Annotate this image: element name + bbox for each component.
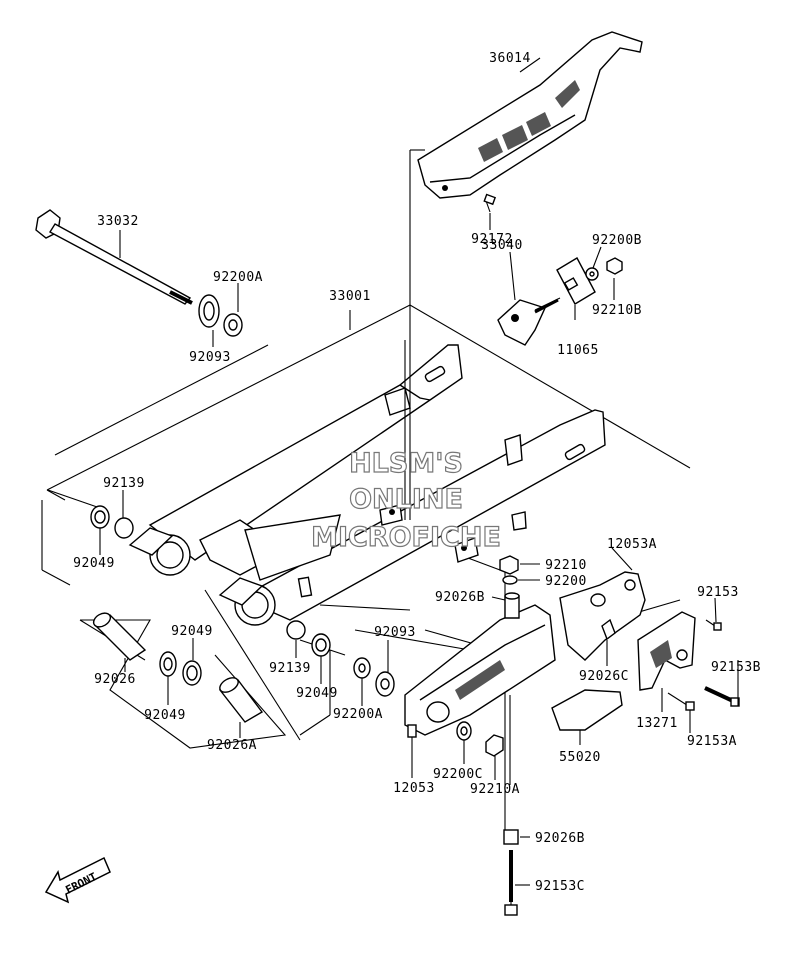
washer-92200C[interactable] [456, 721, 472, 741]
watermark-line-1: HLSM'S [349, 448, 463, 479]
label-92200C[interactable]: 92200C [433, 767, 483, 782]
label-12053[interactable]: 12053 [393, 781, 435, 796]
collar-92026C[interactable] [601, 618, 616, 641]
front-arrow-icon: FRONT [44, 856, 111, 904]
adjuster-plate-11065[interactable] [556, 257, 596, 305]
sleeve-92026[interactable] [91, 610, 147, 661]
label-13271[interactable]: 13271 [636, 716, 678, 731]
label-92026B-mid[interactable]: 92026B [435, 590, 485, 605]
label-92139-mid[interactable]: 92139 [269, 661, 311, 676]
sleeve-92026A[interactable] [217, 675, 264, 723]
nut-92210[interactable] [499, 555, 519, 575]
label-92093-top[interactable]: 92093 [189, 350, 231, 365]
bolt-92172[interactable] [483, 193, 497, 213]
chain-slider-12053[interactable] [404, 604, 556, 738]
collar-92026B-mid[interactable] [504, 592, 520, 619]
bracket-13271[interactable] [637, 611, 696, 691]
washer-92200A-mid[interactable] [353, 657, 371, 679]
leader-lines [99, 57, 739, 886]
swingarm-33001[interactable] [128, 344, 606, 626]
label-92153C[interactable]: 92153C [535, 879, 585, 894]
bolt-92153B[interactable] [704, 686, 740, 707]
label-92210[interactable]: 92210 [545, 558, 587, 573]
part-labels: 36014 92172 33032 92200A 92093 33001 330… [73, 51, 761, 894]
washer-92200B[interactable] [585, 267, 599, 281]
seal-92049-left[interactable] [90, 505, 110, 529]
label-92026A[interactable]: 92026A [207, 738, 257, 753]
slider-block-55020[interactable] [551, 689, 623, 731]
label-92153A[interactable]: 92153A [687, 734, 737, 749]
collar-92026B-bot[interactable] [503, 829, 519, 845]
label-92093-mid[interactable]: 92093 [374, 625, 416, 640]
collar-92093-mid[interactable] [375, 671, 395, 697]
label-55020[interactable]: 55020 [559, 750, 601, 765]
bolt-92153A[interactable] [667, 692, 695, 711]
label-92026[interactable]: 92026 [94, 672, 136, 687]
label-92210A[interactable]: 92210A [470, 782, 520, 797]
axle-33032[interactable] [35, 209, 193, 305]
sleeve-92139-left[interactable] [114, 517, 134, 539]
seal-92049-mid[interactable] [311, 633, 331, 657]
label-12053A[interactable]: 12053A [607, 537, 657, 552]
sleeve-92139-mid[interactable] [286, 620, 306, 640]
label-11065[interactable]: 11065 [557, 343, 599, 358]
label-92049-b[interactable]: 92049 [144, 708, 186, 723]
label-92210B[interactable]: 92210B [592, 303, 642, 318]
seal-92049-a[interactable] [159, 651, 177, 677]
bolt-92153[interactable] [705, 619, 722, 631]
label-36014[interactable]: 36014 [489, 51, 531, 66]
label-92026B-bot[interactable]: 92026B [535, 831, 585, 846]
bolt-92153C[interactable] [504, 850, 518, 916]
label-92153B[interactable]: 92153B [711, 660, 761, 675]
watermark: HLSM'S ONLINE MICROFICHE [310, 447, 501, 553]
nut-92210B[interactable] [606, 257, 623, 275]
nut-92210A[interactable] [485, 734, 504, 757]
label-92026C[interactable]: 92026C [579, 669, 629, 684]
label-92049-a[interactable]: 92049 [171, 624, 213, 639]
label-33032[interactable]: 33032 [97, 214, 139, 229]
collar-92093-top[interactable] [198, 294, 220, 328]
label-92172[interactable]: 92172 [471, 232, 513, 247]
label-92153[interactable]: 92153 [697, 585, 739, 600]
label-92139-left[interactable]: 92139 [103, 476, 145, 491]
label-33001[interactable]: 33001 [329, 289, 371, 304]
chain-guide-12053A[interactable] [559, 571, 646, 661]
label-92049-left[interactable]: 92049 [73, 556, 115, 571]
washer-92200[interactable] [502, 575, 518, 585]
label-92200A-top[interactable]: 92200A [213, 270, 263, 285]
watermark-line-3: MICROFICHE [311, 522, 501, 553]
washer-92200A-top[interactable] [223, 313, 243, 337]
label-92200B[interactable]: 92200B [592, 233, 642, 248]
label-92200[interactable]: 92200 [545, 574, 587, 589]
watermark-line-2: ONLINE [349, 484, 463, 515]
label-33040[interactable]: 33040 [481, 238, 523, 253]
seal-92049-b[interactable] [182, 660, 202, 686]
label-92049-mid[interactable]: 92049 [296, 686, 338, 701]
label-92200A-mid[interactable]: 92200A [333, 707, 383, 722]
chain-guard-36014[interactable] [417, 31, 643, 199]
chain-adjuster-33040[interactable] [497, 297, 561, 346]
